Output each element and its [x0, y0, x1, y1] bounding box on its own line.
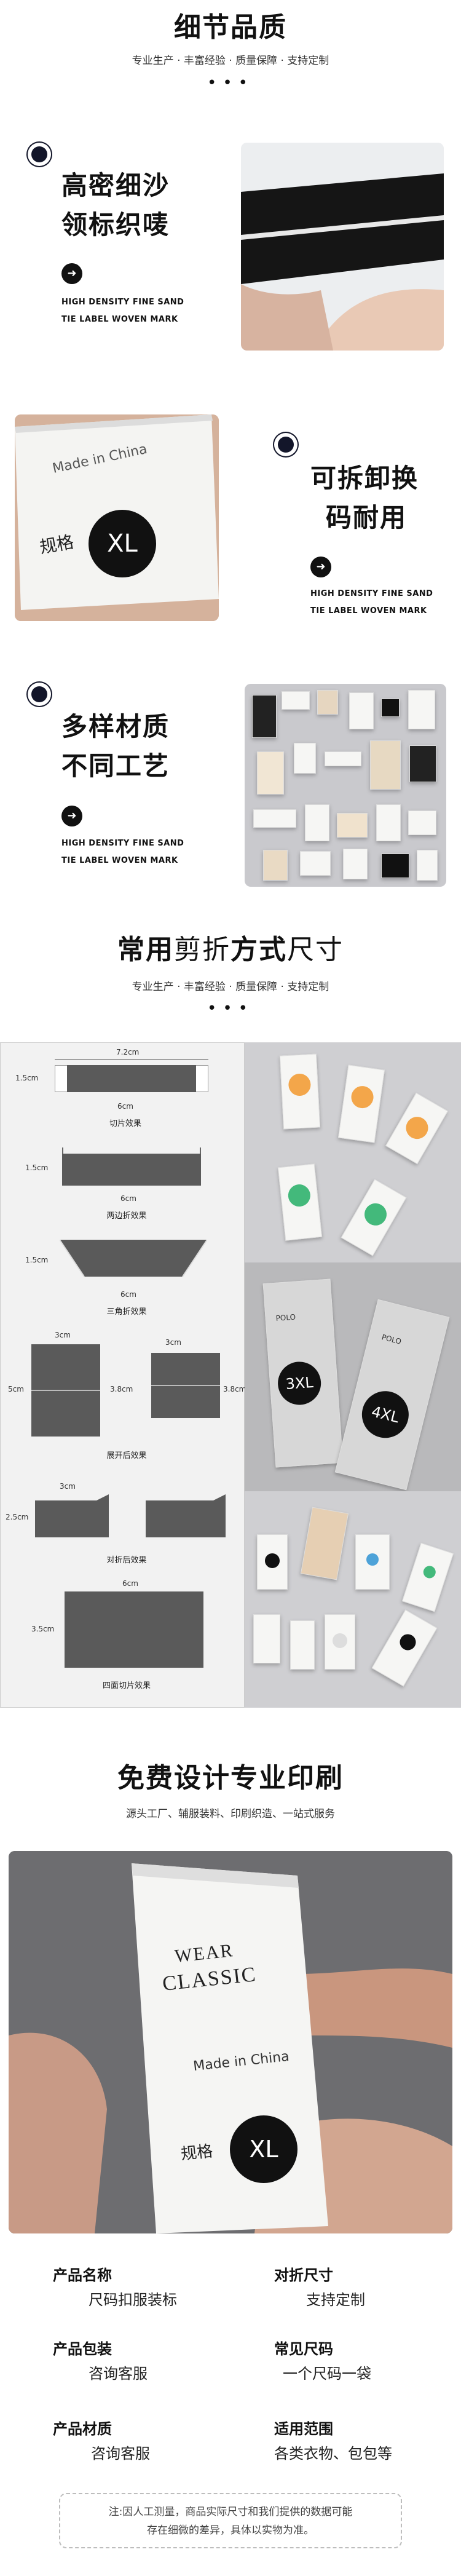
title-part: 尺寸: [287, 934, 344, 965]
size-badge: XL: [89, 510, 156, 577]
feature-caption: High density fine sand: [310, 589, 433, 598]
dim-label: 3cm: [165, 1338, 181, 1347]
dim-label: 3.8cm: [110, 1385, 133, 1393]
feature-caption: High density fine sand: [61, 298, 184, 307]
fold-diagram-panel: 7.2cm 1.5cm 6cm 切片效果 1.5cm 6cm 两边折效果 1.5…: [0, 1042, 246, 1708]
dim-label: 2.5cm: [6, 1513, 29, 1521]
fold-label: 两边折效果: [106, 1211, 147, 1221]
fold-label: 展开后效果: [106, 1451, 147, 1460]
spec-value: 支持定制: [306, 2291, 365, 2308]
feature-caption: Tie label woven mark: [61, 856, 178, 865]
arrow-right-icon: ➜: [310, 557, 331, 577]
dim-label: 6cm: [117, 1102, 133, 1111]
dim-label: 1.5cm: [25, 1256, 49, 1264]
size-label-photo: Made in China 规格 XL: [15, 414, 219, 621]
feature-title-line2: 不同工艺: [61, 751, 170, 781]
section-subtitle: 源头工厂、辅服装料、印刷织造、一站式服务: [126, 1808, 335, 1820]
spec-key: 适用范围: [274, 2420, 333, 2438]
section-title-details: 细节品质: [174, 12, 287, 43]
notice-line: 注:因人工测量，商品实际尺寸和我们提供的数据可能: [108, 2506, 353, 2518]
section-dots: •••: [207, 999, 254, 1018]
arrow-right-icon: ➜: [61, 263, 82, 284]
spec-key: 产品包装: [53, 2340, 112, 2358]
feature-title-line2: 码耐用: [326, 502, 408, 533]
dim-label: 3cm: [60, 1482, 76, 1491]
feature-caption: Tie label woven mark: [310, 606, 427, 616]
title-part: 常用: [117, 934, 174, 965]
dim-label: 6cm: [120, 1290, 136, 1299]
spec-key: 常见尺码: [274, 2340, 333, 2358]
section-dots: •••: [207, 74, 254, 92]
dim-label: 5cm: [8, 1385, 24, 1393]
polo-size-tags-photo: POLO 3XL POLO 4XL: [245, 1262, 461, 1491]
feature-title-line1: 多样材质: [61, 711, 170, 742]
feature-title-line2: 领标织唛: [61, 210, 170, 240]
brand-text: POLO: [275, 1312, 296, 1323]
dim-label: 3.5cm: [31, 1625, 55, 1633]
size-prefix-text: 规格: [179, 2142, 214, 2164]
fold-label: 三角折效果: [106, 1307, 147, 1317]
brand-text: POLO: [380, 1333, 403, 1346]
spec-key: 产品名称: [53, 2267, 112, 2284]
size-badge: 3XL: [276, 1360, 323, 1406]
spec-key: 对折尺寸: [274, 2267, 333, 2284]
section-title-design: 免费设计专业印刷: [117, 1762, 344, 1794]
feature-caption: Tie label woven mark: [61, 315, 178, 324]
size-badge: 4XL: [357, 1386, 414, 1443]
title-part: 方式: [230, 934, 287, 965]
section-title-fold: 常用剪折方式尺寸: [0, 927, 461, 967]
dim-label: 7.2cm: [116, 1048, 140, 1056]
title-part: 剪折: [174, 934, 230, 965]
dim-label: 6cm: [122, 1579, 138, 1588]
dim-label: 3.8cm: [223, 1385, 246, 1393]
bullet-icon: [28, 683, 51, 706]
section-subtitle: 专业生产 · 丰富经验 · 质量保障 · 支持定制: [132, 981, 329, 993]
feature-title-line1: 高密细沙: [61, 170, 170, 200]
arrow-right-icon: ➜: [61, 806, 82, 826]
fold-label: 四面切片效果: [102, 1681, 151, 1690]
spec-key: 产品材质: [53, 2420, 112, 2438]
assorted-tags-photo: [245, 1491, 461, 1708]
fold-label: 切片效果: [109, 1119, 141, 1128]
notice-box: 注:因人工测量，商品实际尺寸和我们提供的数据可能 存在细微的差异，具体以实物为准…: [59, 2493, 402, 2548]
woven-label-photo: [241, 143, 444, 351]
section-subtitle: 专业生产 · 丰富经验 · 质量保障 · 支持定制: [132, 55, 329, 67]
spec-value: 各类衣物、包包等: [274, 2445, 392, 2462]
white-label-photo: WEAR CLASSIC Made in China 规格 XL: [9, 1851, 452, 2233]
fold-label: 对折后效果: [106, 1556, 147, 1565]
notice-line: 存在细微的差异，具体以实物为准。: [147, 2524, 314, 2537]
dim-label: 1.5cm: [15, 1074, 39, 1082]
bullet-icon: [28, 143, 51, 166]
dim-label: 6cm: [120, 1194, 136, 1203]
spec-value: 尺码扣服装标: [89, 2291, 177, 2308]
round-sticker-tags-photo: [245, 1042, 461, 1262]
spec-value: 咨询客服: [89, 2365, 148, 2382]
feature-title-line1: 可拆卸换: [310, 463, 419, 493]
feature-caption: High density fine sand: [61, 839, 184, 848]
dim-label: 3cm: [55, 1331, 71, 1339]
bullet-icon: [274, 433, 297, 456]
dim-label: 1.5cm: [25, 1163, 49, 1172]
spec-value: 咨询客服: [91, 2445, 150, 2462]
spec-value: 一个尺码一袋: [283, 2365, 371, 2382]
size-badge: XL: [230, 2115, 297, 2183]
materials-collage-photo: [245, 684, 446, 887]
